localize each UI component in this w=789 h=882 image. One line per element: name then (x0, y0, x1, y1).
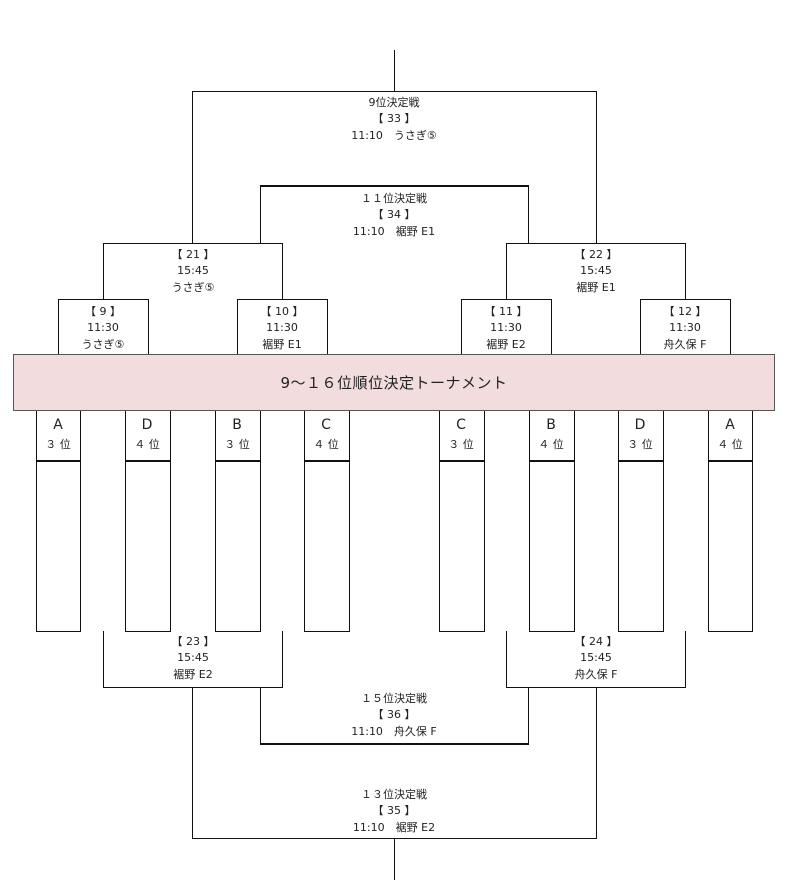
match-line: 11:10 うさぎ⑤ (351, 128, 437, 142)
team-rank: ３ 位 (224, 438, 250, 451)
match-line: 【 12 】 (663, 305, 707, 318)
team-group: D (141, 417, 153, 433)
team-slot: A ４ 位 (708, 414, 752, 453)
match-line: 15:45 (177, 651, 209, 665)
match-line: 11:30 (87, 321, 119, 335)
match-label-10: 【 10 】 11:30 裾野 E1 (212, 304, 352, 353)
team-group: A (725, 417, 735, 433)
match-label-21: 【 21 】 15:45 うさぎ⑤ (123, 247, 263, 296)
match-line: 15:45 (580, 264, 612, 278)
team-group: C (321, 417, 331, 433)
match-line: 【 24 】 (574, 635, 618, 648)
team-slot: D ３ 位 (618, 414, 662, 453)
team-slot: B ３ 位 (215, 414, 259, 453)
match-line: 11:30 (669, 321, 701, 335)
team-slot: C ４ 位 (304, 414, 348, 453)
match-line: １３位決定戦 (361, 788, 427, 801)
match-line: うさぎ⑤ (171, 280, 215, 294)
match-line: 【 33 】 (372, 112, 416, 126)
team-group: B (546, 417, 556, 433)
match-line: 【 34 】 (372, 208, 416, 222)
match-line: 【 11 】 (484, 305, 528, 318)
team-slot: B ４ 位 (529, 414, 573, 453)
match-label-24: 【 24 】 15:45 舟久保 F (526, 634, 666, 683)
match-line: 11:10 裾野 E2 (352, 820, 436, 834)
match-line: 11:30 (266, 321, 298, 335)
team-rank: ４ 位 (717, 438, 743, 451)
match-label-35: １３位決定戦【 35 】 11:10 裾野 E2 (324, 787, 464, 836)
team-slot: A ３ 位 (36, 414, 80, 453)
match-line: 裾野 E2 (486, 337, 526, 351)
match-label-11: 【 11 】 11:30 裾野 E2 (436, 304, 576, 353)
match-label-22: 【 22 】 15:45 裾野 E1 (526, 247, 666, 296)
match-line: 舟久保 F (574, 667, 618, 681)
team-group: A (53, 417, 63, 433)
team-rank: ４ 位 (313, 438, 339, 451)
match-line: 9位決定戦 (368, 96, 420, 109)
match-line: 裾野 E1 (576, 280, 616, 294)
match-line: 舟久保 F (663, 337, 707, 351)
team-group: D (634, 417, 646, 433)
match-line: 【 21 】 (171, 248, 215, 261)
match-label-9: 【 9 】 11:30 うさぎ⑤ (33, 304, 173, 353)
match-line: 【 22 】 (574, 248, 618, 261)
tournament-title: 9～１６位順位決定トーナメント (13, 354, 775, 411)
match-line: １５位決定戦 (361, 692, 427, 705)
team-rank: ４ 位 (134, 438, 160, 451)
match-label-23: 【 23 】 15:45 裾野 E2 (123, 634, 263, 683)
team-group: B (232, 417, 242, 433)
match-line: 15:45 (177, 264, 209, 278)
match-line: 11:10 裾野 E1 (352, 224, 436, 238)
match-label-34: １１位決定戦【 34 】 11:10 裾野 E1 (324, 191, 464, 240)
match-line: 【 35 】 (372, 804, 416, 818)
match-line: 【 9 】 (85, 305, 121, 318)
team-rank: ４ 位 (538, 438, 564, 451)
match-line: 15:45 (580, 651, 612, 665)
team-rank: ３ 位 (448, 438, 474, 451)
team-rank: ３ 位 (627, 438, 653, 451)
match-line: 11:30 (490, 321, 522, 335)
match-line: １１位決定戦 (361, 192, 427, 205)
team-slot: C ３ 位 (439, 414, 483, 453)
team-group: C (456, 417, 466, 433)
team-slot: D ４ 位 (125, 414, 169, 453)
match-label-36: １５位決定戦【 36 】 11:10 舟久保 F (324, 691, 464, 740)
match-line: 裾野 E2 (173, 667, 213, 681)
match-line: 裾野 E1 (262, 337, 302, 351)
team-rank: ３ 位 (45, 438, 71, 451)
match-label-33: 9位決定戦【 33 】 11:10 うさぎ⑤ (324, 95, 464, 144)
match-line: 【 10 】 (260, 305, 304, 318)
match-line: うさぎ⑤ (81, 337, 125, 351)
match-line: 【 36 】 (372, 708, 416, 722)
match-line: 11:10 舟久保 F (351, 724, 437, 738)
match-line: 【 23 】 (171, 635, 215, 648)
match-label-12: 【 12 】 11:30 舟久保 F (615, 304, 755, 353)
